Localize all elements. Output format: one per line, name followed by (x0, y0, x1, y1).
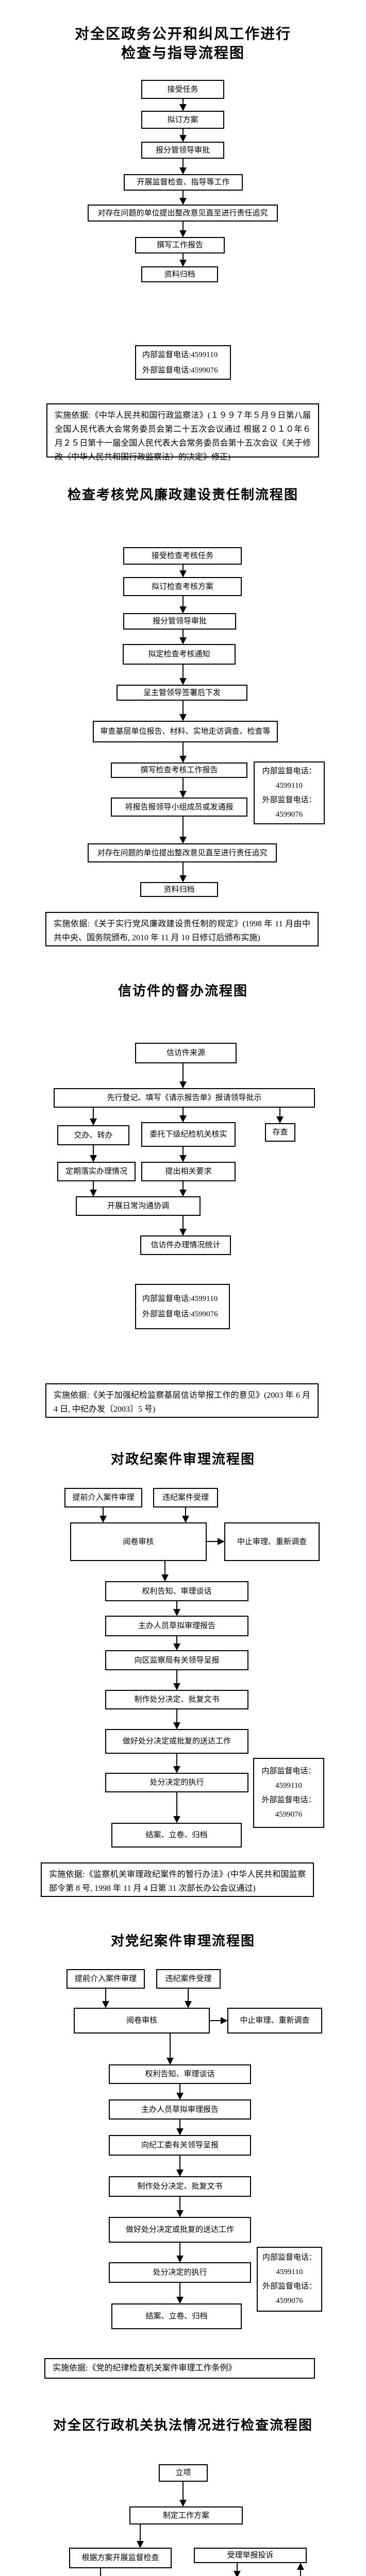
flow-box: 报分管领导审批 (141, 142, 224, 159)
flow-box: 制定工作方案 (129, 2506, 243, 2524)
flow-box: 接受检查考核任务 (123, 547, 242, 565)
flow-box: 制作处分决定、批复文书 (105, 1690, 248, 1709)
flow-box: 将报告报领导小组成员或发通报 (111, 798, 247, 817)
section-title-line: 检查考核党风廉政建设责任制流程图 (67, 487, 298, 502)
flow-box: 接受任务 (141, 80, 224, 99)
flow-box: 提前介入案件审理 (64, 1488, 142, 1507)
flow-box: 撰写工作报告 (135, 237, 225, 253)
flow-box: 报分管领导审批 (123, 613, 236, 630)
section-title: 信访件的督办流程图 (0, 981, 366, 1002)
flow-box: 做好处分决定或批复的送达工作 (109, 2217, 251, 2243)
section-title-line: 信访件的督办流程图 (118, 984, 248, 998)
flow-box: 主办人员草拟审理报告 (109, 2099, 251, 2120)
flow-box: 信访件办理情况统计 (140, 1235, 231, 1255)
flow-box: 对存在问题的单位提出整改意见直至进行责任追究 (88, 205, 278, 222)
section-title: 对全区政务公开和纠风工作进行 检查与指导流程图 (0, 25, 366, 63)
flow-box: 向纪工委有关领导呈报 (109, 2135, 251, 2156)
flow-box: 受理举报投诉 (194, 2548, 307, 2563)
flow-box: 立项 (159, 2464, 208, 2482)
section-title: 对全区行政机关执法情况进行检查流程图 (0, 2415, 366, 2436)
flow-box: 委托下级纪检机关核实 (141, 1122, 236, 1147)
flow-box: 中止审理、重新调查 (227, 2008, 322, 2033)
phone-box: 内部监督电话:4599110 外部监督电话:4599076 (135, 1284, 230, 1329)
flow-box: 拟定检查考核通知 (123, 644, 236, 665)
flow-box: 撰写检查考核工作报告 (111, 762, 247, 778)
flow-box: 先行登记、填写《请示报告单》报请领导批示 (54, 1088, 315, 1108)
flow-box: 拟订方案 (141, 111, 224, 129)
flow-box: 权利告知、审理谈话 (105, 1581, 248, 1601)
flow-box: 结案、立卷、归档 (111, 2303, 242, 2329)
flow-box: 根据方案开展监督检查 (69, 2548, 172, 2568)
legal-basis-box: 实施依据:《党的纪律检查机关案件审理工作条例》 (44, 2358, 315, 2379)
section-title: 对党纪案件审理流程图 (0, 1931, 366, 1952)
flow-box: 信访件来源 (135, 1043, 237, 1063)
flow-box: 中止审理、重新调查 (224, 1522, 320, 1561)
flow-box: 审查基层单位报告、材料、实地走访调查、检查等 (93, 721, 278, 742)
flow-box: 呈主管领导签署后下发 (117, 685, 247, 701)
phone-box: 内部监督电话： 4599110 外部监督电话： 4599076 (253, 1758, 324, 1828)
flow-box: 开展日常沟通协调 (76, 1196, 201, 1216)
flow-box: 权利告知、审理谈话 (109, 2064, 251, 2084)
flow-box: 资料归档 (140, 882, 218, 897)
section-title-line: 对政纪案件审理流程图 (110, 1452, 255, 1467)
section-title-line: 对党纪案件审理流程图 (110, 1934, 255, 1948)
flow-box: 提出相关要求 (141, 1162, 236, 1181)
flow-box: 交办、转办 (57, 1125, 129, 1145)
flow-box: 开展监督检查、指导等工作 (124, 174, 243, 191)
legal-basis-box: 实施依据:《中华人民共和国行政监察法》(１９９７年５月９日第八届全国人民代表大会… (46, 403, 319, 462)
flow-box: 做好处分决定或批复的送达工作 (105, 1729, 248, 1754)
flow-box: 主办人员草拟审理报告 (105, 1616, 248, 1636)
legal-basis-box: 实施依据:《关于加强纪检监察基层信访举报工作的意见》(2003 年 6 月 4 … (45, 1383, 319, 1418)
legal-basis-box: 实施依据:《关于实行党风廉政建设责任制的规定》(1998 年 11 月由中共中央… (45, 912, 319, 946)
flow-box: 对存在问题的单位提出整改意见直至进行责任追究 (88, 843, 277, 862)
flow-box: 存查 (265, 1123, 295, 1142)
flow-box: 定期落实办理情况 (57, 1162, 136, 1181)
flow-box: 结案、立卷、归档 (111, 1823, 242, 1848)
legal-basis-box: 实施依据:《监察机关审理政纪案件的暂行办法》(中华人民共和国监察部令第 8 号,… (41, 1862, 314, 1897)
section-title: 对政纪案件审理流程图 (0, 1449, 366, 1470)
section-title-line: 对全区政务公开和纠风工作进行 (74, 26, 291, 42)
flow-box: 处分决定的执行 (109, 2262, 251, 2283)
phone-box: 内部监督电话:4599110 外部监督电话:4599076 (135, 345, 231, 380)
flow-box: 制作处分决定、批复文书 (109, 2176, 251, 2197)
section-title-line: 检查与指导流程图 (121, 45, 245, 61)
flow-box: 向区监察局有关领导呈报 (105, 1650, 248, 1670)
flow-box: 违纪案件受理 (156, 1969, 221, 1989)
flow-box: 阅卷审核 (74, 2008, 210, 2033)
flow-box: 违纪案件受理 (153, 1488, 218, 1507)
flow-box: 处分决定的执行 (105, 1773, 248, 1792)
phone-box: 内部监督电话： 4599110 外部监督电话： 4599076 (254, 761, 325, 824)
section-title: 检查考核党风廉政建设责任制流程图 (0, 485, 366, 505)
flow-box: 拟订检查考核方案 (123, 577, 242, 596)
section-title-line: 对全区行政机关执法情况进行检查流程图 (53, 2418, 313, 2433)
phone-box: 内部监督电话： 4599110 外部监督电话： 4599076 (257, 2247, 322, 2312)
flow-box: 提前介入案件审理 (66, 1969, 145, 1989)
flow-box: 资料归档 (141, 266, 218, 282)
flow-box: 阅卷审核 (70, 1522, 207, 1561)
